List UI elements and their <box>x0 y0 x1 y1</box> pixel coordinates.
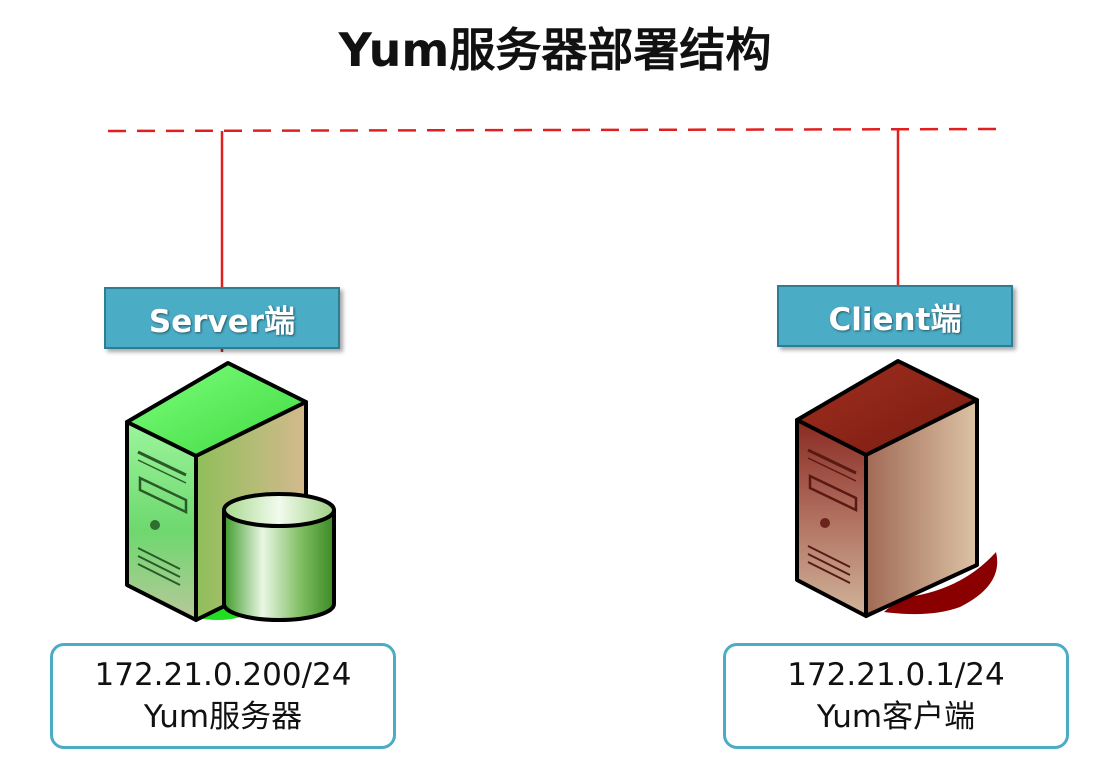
client-tower-icon <box>795 359 998 618</box>
server-role-label: Server端 <box>104 287 340 349</box>
server-info-box: 172.21.0.200/24 Yum服务器 <box>50 643 396 749</box>
client-ip: 172.21.0.1/24 <box>787 657 1005 693</box>
client-name: Yum客户端 <box>816 699 976 735</box>
client-info-box: 172.21.0.1/24 Yum客户端 <box>723 643 1069 749</box>
server-ip: 172.21.0.200/24 <box>94 657 352 693</box>
client-role-label: Client端 <box>777 285 1013 347</box>
server-name: Yum服务器 <box>143 699 303 735</box>
network-bus <box>107 127 1007 133</box>
database-icon <box>222 492 336 622</box>
diagram-title: Yum服务器部署结构 <box>338 23 772 77</box>
